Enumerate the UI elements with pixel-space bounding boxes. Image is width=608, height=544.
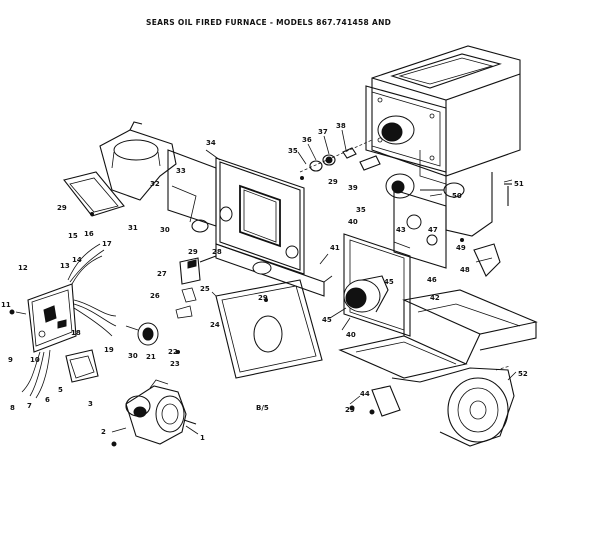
- callout-46: 46: [427, 276, 437, 284]
- callout-40b: 40: [346, 331, 356, 339]
- callout-1: 1: [200, 434, 205, 442]
- callout-33: 33: [176, 167, 186, 175]
- callout-37: 37: [318, 128, 328, 136]
- cover-plate: [63, 171, 125, 217]
- callout-47: 47: [428, 226, 438, 234]
- callout-23: 23: [170, 360, 180, 368]
- callout-22: 22: [168, 348, 178, 356]
- burner-mount-plate: [343, 233, 411, 337]
- callout-40: 40: [348, 218, 358, 226]
- callout-29: 29: [57, 204, 67, 212]
- callout-3: 3: [88, 400, 93, 408]
- callout-41: 41: [330, 244, 340, 252]
- front-panel: [215, 157, 333, 297]
- heat-exchanger: [365, 45, 521, 237]
- diagram-title: SEARS OIL FIRED FURNACE - MODELS 867.741…: [146, 18, 391, 27]
- page-marker: B/5: [256, 404, 269, 412]
- callout-10: 10: [30, 356, 40, 364]
- callout-25: 25: [200, 285, 210, 293]
- flue-gasket-parts: [299, 139, 381, 173]
- control-box-parts: [175, 255, 217, 319]
- callout-45: 45: [322, 316, 332, 324]
- callout-29e: 29: [345, 406, 355, 414]
- callout-45b: 45: [384, 278, 394, 286]
- leader-lines: [111, 129, 517, 435]
- transition-panel: [167, 149, 217, 233]
- callout-44: 44: [360, 390, 370, 398]
- callout-51: 51: [514, 180, 524, 188]
- callout-6: 6: [45, 396, 50, 404]
- callout-39: 39: [348, 184, 358, 192]
- callout-29d: 29: [328, 178, 338, 186]
- callout-21: 21: [146, 353, 156, 361]
- callout-11: 11: [1, 301, 11, 309]
- oil-burner: [125, 379, 197, 445]
- callout-31: 31: [128, 224, 138, 232]
- callout-16: 16: [84, 230, 94, 238]
- callout-34: 34: [206, 139, 216, 147]
- callout-7: 7: [27, 402, 32, 410]
- callout-27: 27: [157, 270, 167, 278]
- callout-30: 30: [160, 226, 170, 234]
- callout-48: 48: [460, 266, 470, 274]
- callout-38: 38: [336, 122, 346, 130]
- callout-30b: 30: [128, 352, 138, 360]
- callout-15: 15: [68, 232, 78, 240]
- rear-panel: [393, 189, 447, 269]
- control-panel: [15, 243, 117, 399]
- callout-28: 28: [212, 248, 222, 256]
- callout-29b: 29: [188, 248, 198, 256]
- callout-50: 50: [452, 192, 462, 200]
- callout-26: 26: [150, 292, 160, 300]
- callout-29c: 29: [258, 294, 268, 302]
- callout-43: 43: [396, 226, 406, 234]
- callout-32: 32: [150, 180, 160, 188]
- support-bracket: [473, 183, 512, 277]
- blower-base-assembly: [338, 289, 538, 447]
- callout-24: 24: [210, 321, 220, 329]
- callout-9: 9: [8, 356, 13, 364]
- callout-2: 2: [101, 428, 106, 436]
- callout-49: 49: [456, 244, 466, 252]
- callout-8: 8: [10, 404, 15, 412]
- callout-13: 13: [60, 262, 70, 270]
- callout-36: 36: [302, 136, 312, 144]
- callout-14: 14: [72, 256, 82, 264]
- callout-labels: 1 2 3 5 6 7 8 9 10 11 12 13 14 15 16 17 …: [1, 122, 528, 442]
- callout-19: 19: [104, 346, 114, 354]
- callout-5: 5: [58, 386, 63, 394]
- callout-35b: 35: [356, 206, 366, 214]
- callout-35: 35: [288, 147, 298, 155]
- air-shroud: [99, 121, 177, 201]
- primary-control: [125, 322, 159, 346]
- callout-12: 12: [18, 264, 28, 272]
- callout-52: 52: [518, 370, 528, 378]
- callout-18: 18: [71, 329, 81, 337]
- fasteners: [9, 176, 464, 447]
- callout-42: 42: [430, 294, 440, 302]
- access-door-panel: [211, 279, 323, 379]
- callout-17: 17: [102, 240, 112, 248]
